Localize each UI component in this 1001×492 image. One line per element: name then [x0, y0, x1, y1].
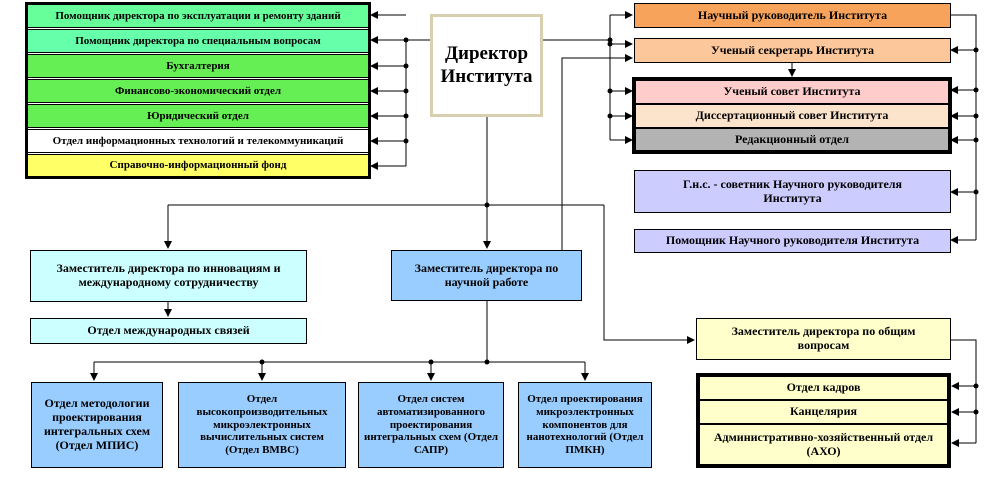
left-item-accounting: Бухгалтерия	[27, 54, 369, 78]
line-to-general	[603, 205, 695, 344]
aho-dept-box: Административно-хозяйственный отдел (АХО…	[699, 424, 948, 465]
general-deputy-box: Заместитель директора по общим вопросам	[696, 318, 951, 360]
director-line2: Института	[440, 65, 533, 87]
left-item-reference-fund: Справочно-информационный фонд	[27, 154, 369, 177]
council-group	[632, 77, 952, 154]
left-group	[25, 2, 371, 179]
science-deputy-box: Заместитель директора по научной работе	[391, 250, 582, 301]
left-item-it: Отдел информационных технологий и телеко…	[27, 129, 369, 153]
left-item-maintenance-assistant: Помощник директора по эксплуатации и рем…	[27, 4, 369, 28]
dept-sapr-box: Отдел систем автоматизированного проекти…	[358, 382, 504, 468]
dept-vmvs-box: Отдел высокопроизводительных микроэлектр…	[178, 382, 346, 468]
dept-pmkn-box: Отдел проектирования микроэлектронных ко…	[518, 382, 652, 468]
left-item-legal: Юридический отдел	[27, 104, 369, 128]
advisor-box: Г.н.с. - советник Научного руководителя …	[634, 170, 951, 213]
general-bus	[951, 339, 977, 443]
international-dept-box: Отдел международных связей	[30, 318, 307, 344]
junction-dots	[259, 37, 979, 415]
dept-mpis-box: Отдел методологии проектирования интегра…	[31, 382, 163, 468]
director-box: Директор Института	[430, 14, 543, 117]
general-group	[696, 373, 951, 468]
dissertation-council-box: Диссертационный совет Института	[635, 104, 949, 128]
hr-dept-box: Отдел кадров	[699, 376, 948, 400]
assistant-leader-box: Помощник Научного руководителя Института	[634, 229, 951, 253]
scientific-secretary-box: Ученый секретарь Института	[634, 38, 951, 63]
left-item-finance: Финансово-экономический отдел	[27, 79, 369, 103]
editorial-dept-box: Редакционный отдел	[635, 128, 949, 151]
scientific-leader-box: Научный руководитель Института	[634, 3, 951, 28]
innovation-deputy-box: Заместитель директора по инновациям и ме…	[30, 250, 307, 302]
line-science-secretary	[561, 54, 633, 250]
academic-council-box: Ученый совет Института	[635, 80, 949, 104]
right-bus-right	[951, 14, 977, 240]
line-director-left-bus	[405, 39, 430, 166]
director-line1: Директор	[444, 42, 529, 64]
chancellery-box: Канцелярия	[699, 400, 948, 424]
left-item-special-assistant: Помощник директора по специальным вопрос…	[27, 29, 369, 53]
